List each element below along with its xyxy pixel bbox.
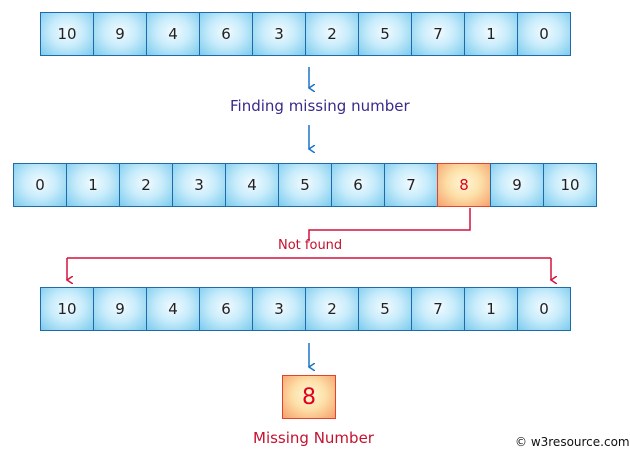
array-cell: 9 bbox=[93, 287, 147, 331]
not-found-label: Not found bbox=[278, 238, 343, 253]
array-cell: 4 bbox=[146, 287, 200, 331]
array-cell: 7 bbox=[411, 287, 465, 331]
array-cell: 3 bbox=[172, 163, 226, 207]
missing-value-box: 8 bbox=[282, 375, 336, 419]
array-cell: 2 bbox=[305, 12, 359, 56]
array-cell: 5 bbox=[358, 12, 412, 56]
array-cell: 4 bbox=[225, 163, 279, 207]
step-label: Finding missing number bbox=[230, 97, 410, 115]
array-cell: 6 bbox=[199, 287, 253, 331]
missing-number-label: Missing Number bbox=[253, 429, 374, 447]
array-cell: 0 bbox=[517, 12, 571, 56]
array-cell: 7 bbox=[411, 12, 465, 56]
array-cell: 1 bbox=[464, 12, 518, 56]
array-cell: 9 bbox=[490, 163, 544, 207]
array-cell: 0 bbox=[13, 163, 67, 207]
array-cell: 8 bbox=[437, 163, 491, 207]
array-cell: 5 bbox=[358, 287, 412, 331]
array-cell: 2 bbox=[305, 287, 359, 331]
array-cell: 6 bbox=[331, 163, 385, 207]
not-found-connector bbox=[308, 208, 471, 241]
array-cell: 3 bbox=[252, 287, 306, 331]
array-cell: 0 bbox=[517, 287, 571, 331]
array-cell: 1 bbox=[464, 287, 518, 331]
array-cell: 10 bbox=[543, 163, 597, 207]
array-cell: 4 bbox=[146, 12, 200, 56]
array-cell: 3 bbox=[252, 12, 306, 56]
array-cell: 5 bbox=[278, 163, 332, 207]
array-cell: 9 bbox=[93, 12, 147, 56]
array-cell: 10 bbox=[40, 287, 94, 331]
array-cell: 2 bbox=[119, 163, 173, 207]
array-cell: 7 bbox=[384, 163, 438, 207]
credit-text: © w3resource.com bbox=[515, 435, 630, 449]
array-cell: 1 bbox=[66, 163, 120, 207]
array-cell: 6 bbox=[199, 12, 253, 56]
array-cell: 10 bbox=[40, 12, 94, 56]
